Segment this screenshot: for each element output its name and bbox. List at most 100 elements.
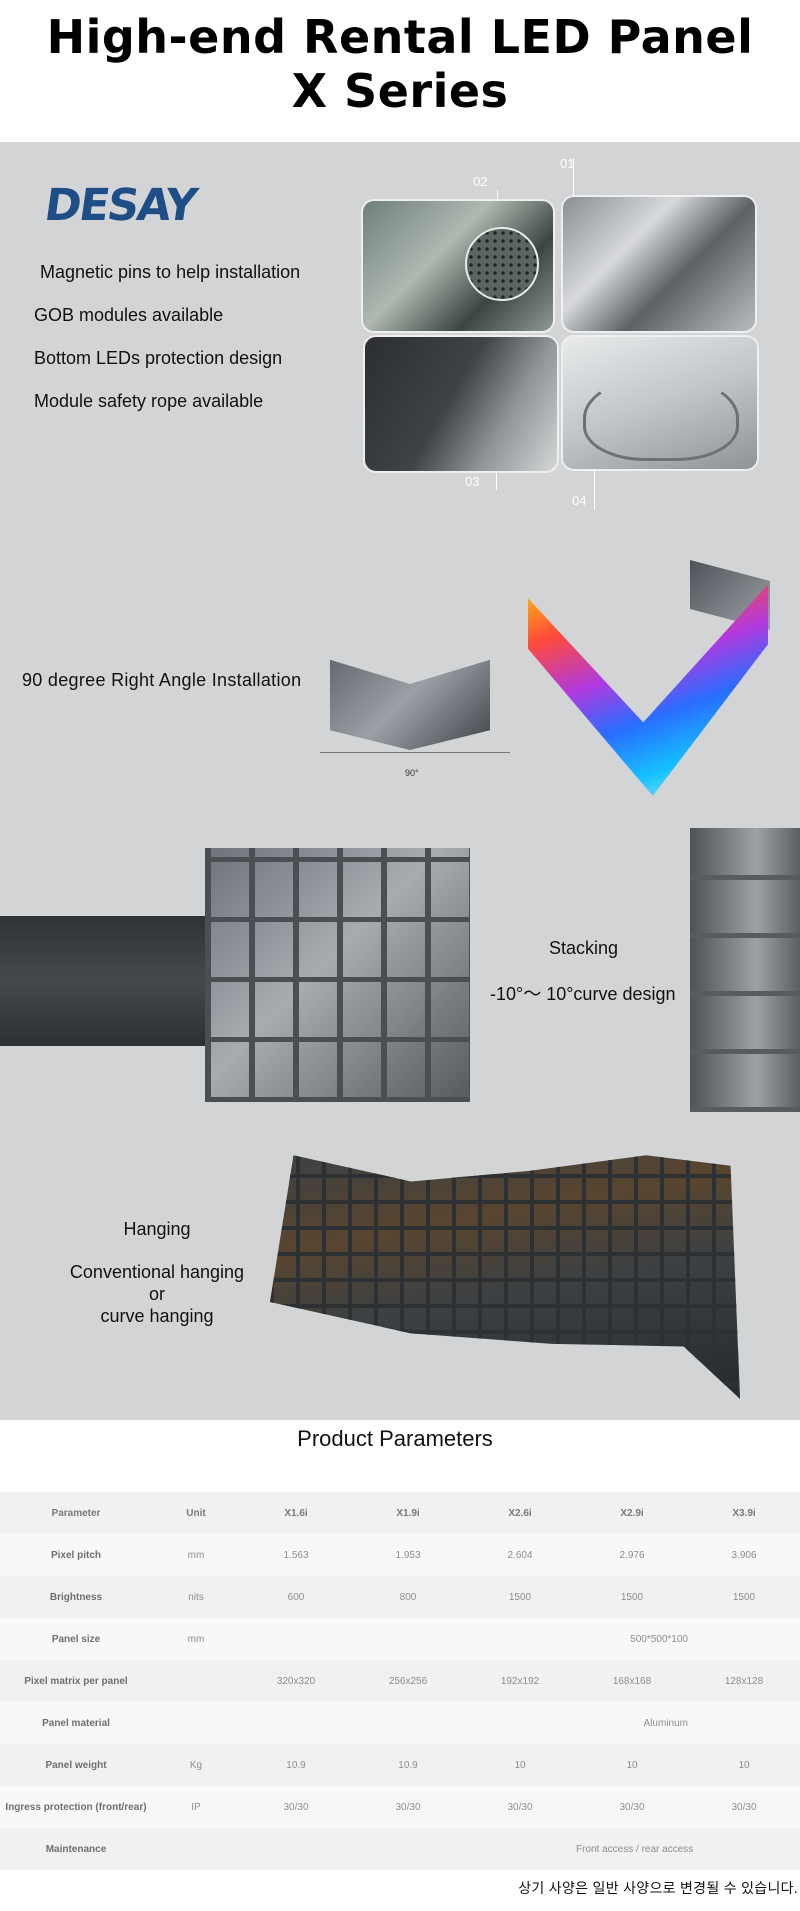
table-row: Panel size mm 500*500*100 xyxy=(0,1618,800,1660)
table-cell xyxy=(688,1828,800,1870)
table-cell: 1.953 xyxy=(352,1534,464,1576)
table-cell: mm xyxy=(152,1618,240,1660)
page-title-line-2: X Series xyxy=(291,64,509,118)
table-header-cell: X3.9i xyxy=(688,1492,800,1534)
angle-diagram-label: 90° xyxy=(405,768,419,778)
table-row: Panel weight Kg 10.9 10.9 10 10 10 xyxy=(0,1744,800,1786)
led-closeup-icon xyxy=(465,227,539,301)
angle-diagram-base xyxy=(320,752,510,783)
table-cell xyxy=(240,1618,352,1660)
table-header-cell: Unit xyxy=(152,1492,240,1534)
hanging-option: Conventional hanging xyxy=(69,1262,245,1282)
panel-frame-photo xyxy=(562,196,756,332)
table-cell: Brightness xyxy=(0,1576,152,1618)
table-cell: 30/30 xyxy=(352,1786,464,1828)
table-row: Brightness nits 600 800 1500 1500 1500 xyxy=(0,1576,800,1618)
table-cell: 30/30 xyxy=(688,1786,800,1828)
table-cell xyxy=(464,1618,576,1660)
table-row: Pixel matrix per panel 320x320 256x256 1… xyxy=(0,1660,800,1702)
table-cell: 30/30 xyxy=(464,1786,576,1828)
table-cell: 30/30 xyxy=(576,1786,688,1828)
table-cell: 1500 xyxy=(688,1576,800,1618)
table-cell: 168x168 xyxy=(576,1660,688,1702)
hanging-option-separator: or xyxy=(148,1284,165,1304)
table-header-cell: X2.9i xyxy=(576,1492,688,1534)
table-cell: 10 xyxy=(464,1744,576,1786)
table-cell xyxy=(688,1702,800,1744)
spec-change-notice: 상기 사양은 일반 사양으로 변경될 수 있습니다. xyxy=(518,1880,798,1896)
table-row: Pixel pitch mm 1.563 1.953 2.604 2.976 3… xyxy=(0,1534,800,1576)
brand-logo: DESAY xyxy=(41,180,199,231)
table-cell: 10.9 xyxy=(240,1744,352,1786)
title-banner: High-end Rental LED Panel X Series xyxy=(0,0,800,142)
table-cell: nits xyxy=(152,1576,240,1618)
safety-rope-photo xyxy=(562,336,758,470)
front-panel-image xyxy=(0,916,205,1046)
table-cell: Maintenance xyxy=(0,1828,152,1870)
table-cell: Panel size xyxy=(0,1618,152,1660)
table-cell: 2.976 xyxy=(576,1534,688,1576)
photo-number: 04 xyxy=(572,493,587,508)
table-cell: Aluminum xyxy=(576,1702,688,1744)
photo-number: 03 xyxy=(465,474,480,489)
table-cell: Panel material xyxy=(0,1702,152,1744)
right-angle-caption: 90 degree Right Angle Installation xyxy=(22,670,302,690)
photo-number: 01 xyxy=(560,156,575,171)
table-row: Ingress protection (front/rear) IP 30/30… xyxy=(0,1786,800,1828)
table-header-cell: Parameter xyxy=(0,1492,152,1534)
page-title-line-1: High-end Rental LED Panel xyxy=(46,10,754,64)
table-cell: 500*500*100 xyxy=(576,1618,688,1660)
table-cell: Pixel pitch xyxy=(0,1534,152,1576)
table-row: Maintenance Front access / rear access xyxy=(0,1828,800,1870)
table-cell: Ingress protection (front/rear) xyxy=(0,1786,152,1828)
table-cell xyxy=(240,1702,352,1744)
table-cell: 10 xyxy=(688,1744,800,1786)
table-cell: 1500 xyxy=(464,1576,576,1618)
table-cell xyxy=(152,1660,240,1702)
feature-item: Module safety rope available xyxy=(34,391,264,411)
stacked-column-image xyxy=(690,828,800,1112)
table-header-cell: X2.6i xyxy=(464,1492,576,1534)
feature-item: GOB modules available xyxy=(34,305,224,325)
table-header-row: Parameter Unit X1.6i X1.9i X2.6i X2.9i X… xyxy=(0,1492,800,1534)
bottom-protection-photo xyxy=(364,336,558,472)
table-cell: Pixel matrix per panel xyxy=(0,1660,152,1702)
hanging-option: curve hanging xyxy=(100,1306,214,1326)
table-header-cell: X1.6i xyxy=(240,1492,352,1534)
hanging-label: Hanging xyxy=(123,1219,191,1239)
table-row: Panel material Aluminum xyxy=(0,1702,800,1744)
table-cell: mm xyxy=(152,1534,240,1576)
table-cell: 600 xyxy=(240,1576,352,1618)
table-cell xyxy=(688,1618,800,1660)
table-cell xyxy=(152,1702,240,1744)
table-cell: Front access / rear access xyxy=(576,1828,693,1870)
callout-line xyxy=(594,460,595,510)
table-cell xyxy=(152,1828,240,1870)
callout-line xyxy=(573,158,574,210)
table-cell: Panel weight xyxy=(0,1744,152,1786)
table-cell: 320x320 xyxy=(240,1660,352,1702)
table-cell: Kg xyxy=(152,1744,240,1786)
feature-item: Magnetic pins to help installation xyxy=(40,262,301,282)
table-cell: 128x128 xyxy=(688,1660,800,1702)
stacking-label: Stacking xyxy=(549,938,619,958)
stacked-rack-image xyxy=(205,848,470,1102)
table-cell: 800 xyxy=(352,1576,464,1618)
safety-rope-icon xyxy=(583,375,739,461)
feature-item: Bottom LEDs protection design xyxy=(34,348,283,368)
table-cell xyxy=(352,1702,464,1744)
parameters-title: Product Parameters xyxy=(297,1426,493,1451)
table-cell: 30/30 xyxy=(240,1786,352,1828)
curve-design-label: -10°～ 10°curve design xyxy=(490,984,676,1004)
table-cell xyxy=(240,1828,352,1870)
table-cell: 1.563 xyxy=(240,1534,352,1576)
table-cell: 2.604 xyxy=(464,1534,576,1576)
magnetic-pin-photo xyxy=(362,200,554,332)
table-header-cell: X1.9i xyxy=(352,1492,464,1534)
spec-table: Parameter Unit X1.6i X1.9i X2.6i X2.9i X… xyxy=(0,1492,800,1870)
table-cell: 1500 xyxy=(576,1576,688,1618)
photo-number: 02 xyxy=(473,174,488,189)
table-cell xyxy=(352,1618,464,1660)
table-cell: IP xyxy=(152,1786,240,1828)
